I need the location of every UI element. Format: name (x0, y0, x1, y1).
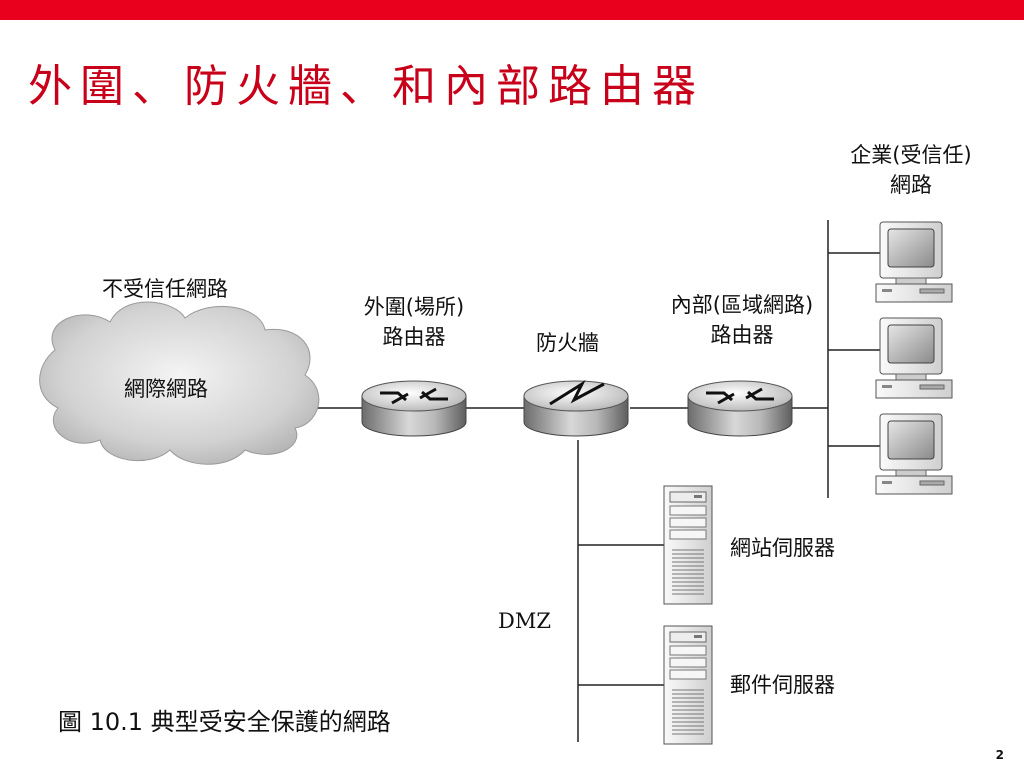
web-server-label: 網站伺服器 (730, 536, 835, 560)
slide-title: 外圍、防火牆、和內部路由器 (28, 61, 704, 112)
mail-server-icon (663, 625, 713, 745)
internal-router-label-line1: 內部(區域網路) (670, 293, 814, 317)
internal-router-label-line2: 路由器 (710, 323, 774, 347)
dmz-label: DMZ (498, 609, 551, 633)
perimeter-router-label-line1: 外圍(場所) (363, 295, 465, 319)
untrusted-network-label: 不受信任網路 (102, 277, 228, 301)
firewall-icon (523, 379, 629, 437)
trusted-network-label: 企業(受信任) 網路 (836, 140, 986, 200)
top-accent-bar (0, 0, 1024, 20)
firewall-label: 防火牆 (536, 331, 599, 355)
internal-router-icon (686, 379, 794, 438)
web-server-icon (663, 485, 713, 605)
mail-server-label: 郵件伺服器 (730, 673, 835, 697)
page-number: 2 (995, 748, 1004, 762)
perimeter-router-label-line2: 路由器 (382, 325, 446, 349)
trusted-network-label-line1: 企業(受信任) (850, 143, 972, 167)
trusted-network-label-line2: 網路 (890, 173, 932, 197)
workstation-icon-1 (875, 221, 953, 303)
workstation-icon-2 (875, 317, 953, 399)
internet-label: 網際網路 (124, 377, 208, 401)
connection-lines (308, 220, 880, 742)
workstation-icon-3 (875, 413, 953, 495)
internet-cloud (39, 301, 320, 465)
perimeter-router-icon (360, 379, 468, 438)
figure-caption: 圖 10.1 典型受安全保護的網路 (58, 708, 391, 736)
perimeter-router-label: 外圍(場所) 路由器 (352, 292, 476, 352)
internal-router-label: 內部(區域網路) 路由器 (654, 290, 830, 350)
